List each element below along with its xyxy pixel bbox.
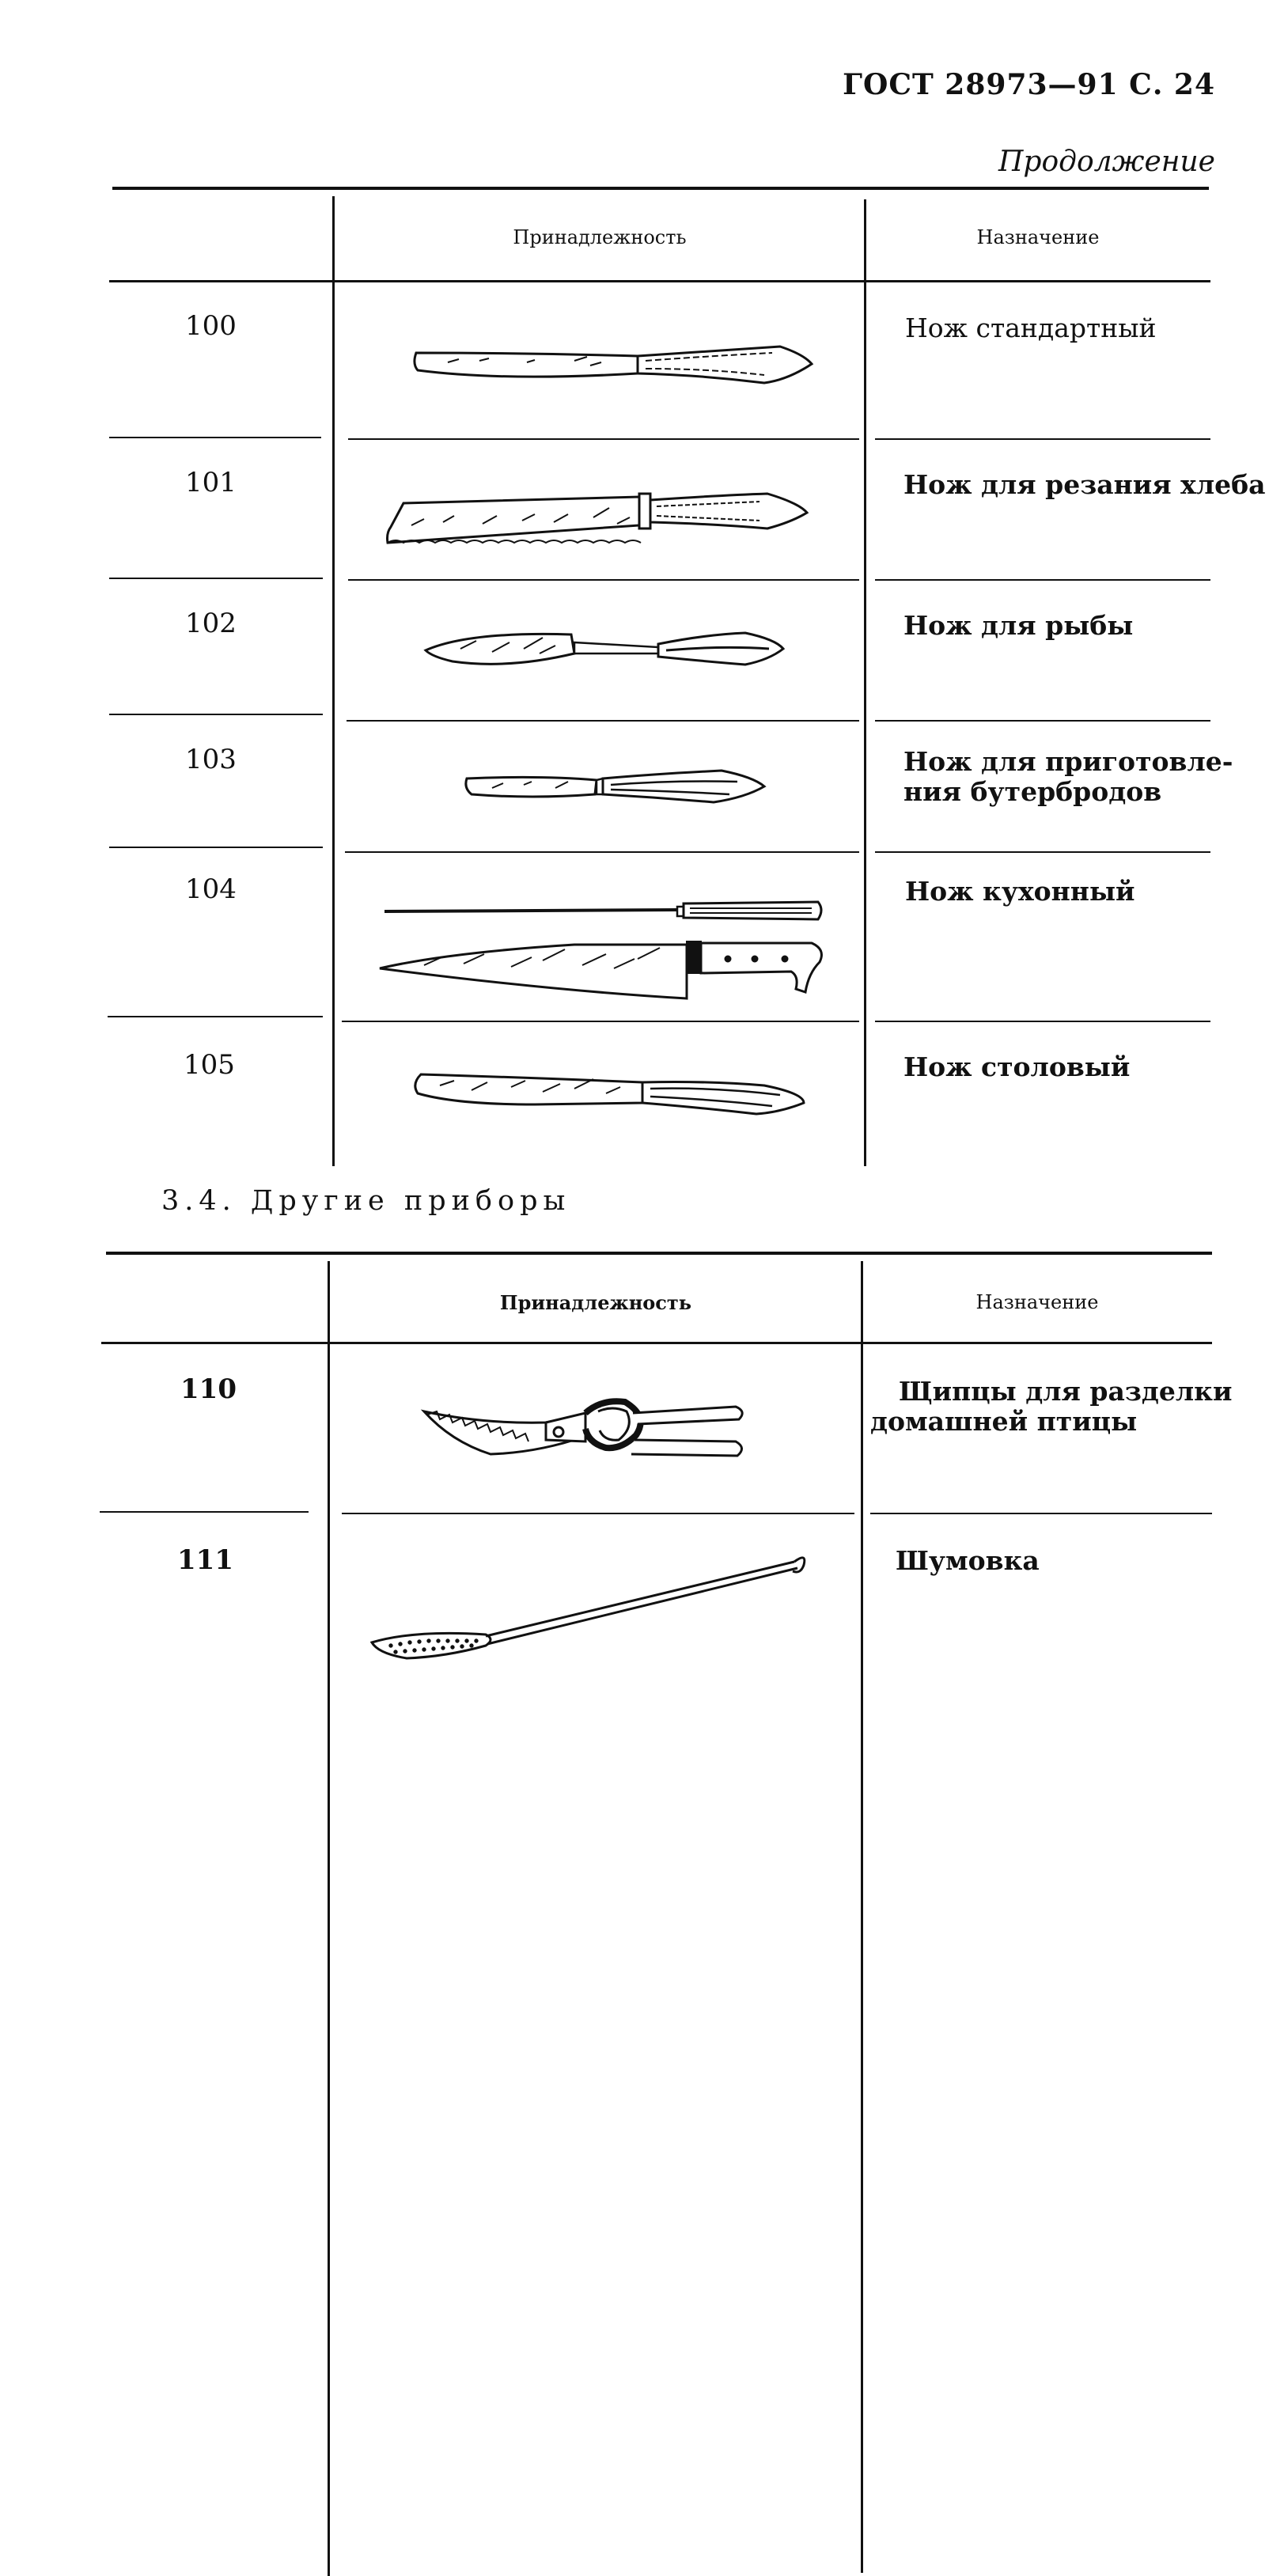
row-purpose: Нож для рыбы bbox=[903, 610, 1134, 641]
col-header-accessory: Принадлежность bbox=[499, 1291, 692, 1314]
row-number: 105 bbox=[184, 1049, 235, 1081]
continuation-label: Продолжение bbox=[998, 146, 1215, 178]
col-header-purpose: Назначение bbox=[976, 226, 1100, 248]
sandwich-knife-icon bbox=[464, 769, 767, 804]
row-purpose: Шумовка bbox=[896, 1545, 1040, 1576]
page-header-ref: ГОСТ 28973—91 С. 24 bbox=[843, 68, 1215, 101]
row-number: 100 bbox=[185, 310, 237, 342]
row-number: 110 bbox=[180, 1373, 237, 1405]
col-header-accessory: Принадлежность bbox=[513, 226, 687, 248]
row-purpose: Щипцы для разделки домашней птицы bbox=[870, 1376, 1233, 1437]
row-purpose: Нож для резания хлеба bbox=[903, 469, 1266, 500]
bread-knife-icon bbox=[386, 492, 809, 544]
kitchen-knife-icon bbox=[379, 900, 823, 1000]
row-number: 111 bbox=[177, 1544, 233, 1576]
section-title: 3.4. Другие приборы bbox=[161, 1185, 571, 1217]
table-knife-icon bbox=[414, 1073, 805, 1116]
standard-knife-icon bbox=[413, 345, 814, 385]
row-purpose: Нож для приготовле- ния бутербродов bbox=[903, 746, 1233, 807]
col-header-purpose: Назначение bbox=[975, 1291, 1099, 1313]
poultry-shears-icon bbox=[420, 1398, 744, 1457]
row-number: 104 bbox=[185, 873, 237, 905]
row-number: 102 bbox=[185, 608, 237, 639]
row-purpose: Нож кухонный bbox=[905, 876, 1135, 907]
row-purpose: Нож стандартный bbox=[905, 313, 1157, 343]
row-number: 101 bbox=[185, 467, 237, 498]
row-number: 103 bbox=[185, 744, 237, 775]
row-purpose: Нож столовый bbox=[903, 1051, 1131, 1082]
fish-knife-icon bbox=[423, 631, 786, 666]
skimmer-icon bbox=[369, 1556, 806, 1660]
